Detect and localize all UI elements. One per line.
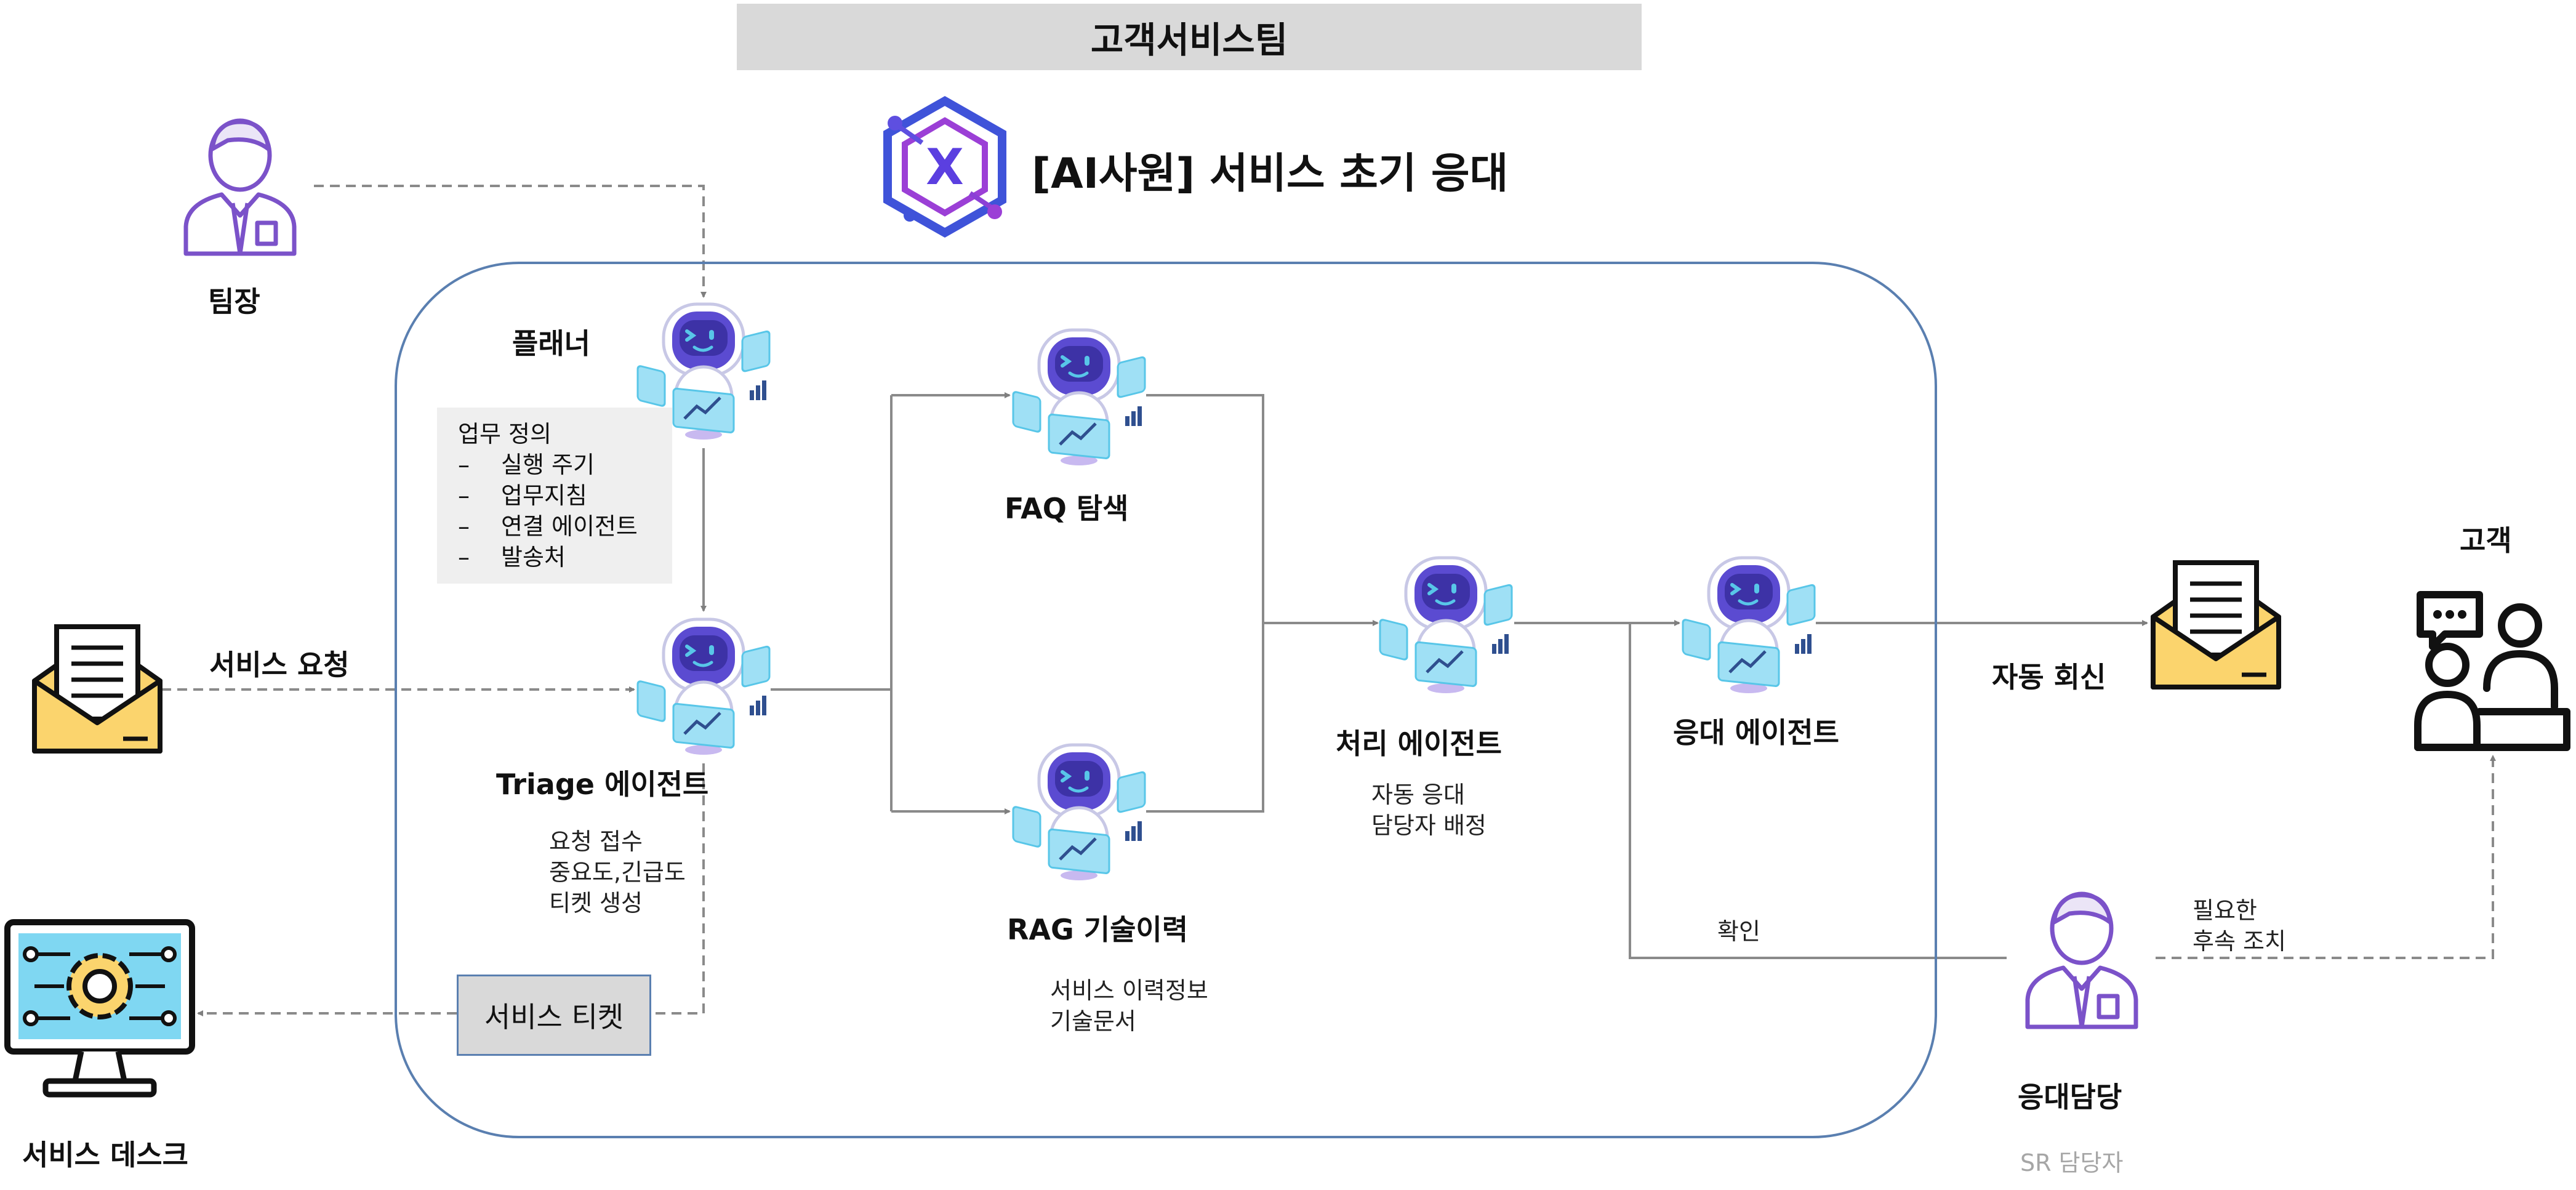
service-ticket-label: 서비스 티켓 xyxy=(484,1000,624,1034)
task-definition-title: 업무 정의 xyxy=(458,420,552,448)
list-dash: – xyxy=(458,513,470,540)
service-ticket-box: 서비스 티켓 xyxy=(457,975,651,1056)
customer-group-icon xyxy=(2414,591,2570,751)
task-definition-box: 업무 정의 – 실행 주기 – 업무지침 – 연결 에이전트 – 발송처 xyxy=(437,408,672,584)
customer-label: 고객 xyxy=(2460,524,2512,557)
rag-notes: 서비스 이력정보 기술문서 xyxy=(1050,975,1208,1037)
note-line: 자동 응대 xyxy=(1371,781,1465,808)
request-mail-icon xyxy=(32,624,163,754)
team-leader-person-icon xyxy=(183,118,297,256)
team-banner: 고객서비스팀 xyxy=(737,4,1642,70)
auto-reply-label: 자동 회신 xyxy=(1992,661,2106,694)
agent-owner-label: 응대담당 xyxy=(2018,1080,2122,1114)
faq-search-label: FAQ 탐색 xyxy=(1005,492,1129,525)
svg-text:X: X xyxy=(926,139,964,196)
list-item: 업무지침 xyxy=(501,482,587,509)
triage-agent-label: Triage 에이전트 xyxy=(496,768,709,801)
note-line: 중요도,긴급도 xyxy=(549,859,686,886)
triage-notes: 요청 접수 중요도,긴급도 티켓 생성 xyxy=(549,826,686,919)
note-line: 기술문서 xyxy=(1050,1008,1136,1035)
team-name: 고객서비스팀 xyxy=(1090,19,1288,61)
list-dash: – xyxy=(458,451,470,478)
triage-robot-icon xyxy=(636,617,771,755)
service-request-label: 서비스 요청 xyxy=(209,648,350,681)
response-agent-label: 응대 에이전트 xyxy=(1673,716,1839,749)
service-desk-monitor-icon xyxy=(4,919,195,1098)
list-item: 실행 주기 xyxy=(501,451,595,478)
note-line: 후속 조치 xyxy=(2193,928,2286,955)
process-notes: 자동 응대 담당자 배정 xyxy=(1371,779,1487,841)
list-dash: – xyxy=(458,482,470,509)
note-line: 티켓 생성 xyxy=(549,890,643,917)
process-robot-icon xyxy=(1379,556,1513,693)
note-line: 서비스 이력정보 xyxy=(1050,977,1208,1004)
note-line: 담당자 배정 xyxy=(1371,812,1487,839)
reply-mail-icon xyxy=(2151,560,2281,689)
rag-robot-icon xyxy=(1012,743,1146,880)
rag-history-label: RAG 기술이력 xyxy=(1007,913,1189,946)
team-leader-label: 팀장 xyxy=(208,285,260,318)
list-dash: – xyxy=(458,544,470,571)
followup-notes: 필요한 후속 조치 xyxy=(2193,895,2286,957)
process-agent-label: 처리 에이전트 xyxy=(1336,727,1502,760)
faq-robot-icon xyxy=(1012,328,1146,465)
ai-hex-logo-icon: X xyxy=(883,95,1006,238)
note-line: 필요한 xyxy=(2193,897,2257,924)
planner-label: 플래너 xyxy=(512,327,590,360)
service-desk-label: 서비스 데스크 xyxy=(22,1138,188,1172)
agent-owner-role: SR 담당자 xyxy=(2020,1149,2124,1176)
response-robot-icon xyxy=(1682,556,1816,693)
list-item: 발송처 xyxy=(501,544,566,571)
confirm-label: 확인 xyxy=(1717,918,1760,945)
agent-owner-person-icon xyxy=(2025,891,2138,1029)
list-item: 연결 에이전트 xyxy=(501,513,638,540)
planner-robot-icon xyxy=(636,302,771,440)
note-line: 요청 접수 xyxy=(549,828,643,855)
page-title: [AI사원] 서비스 초기 응대 xyxy=(1032,150,1509,198)
